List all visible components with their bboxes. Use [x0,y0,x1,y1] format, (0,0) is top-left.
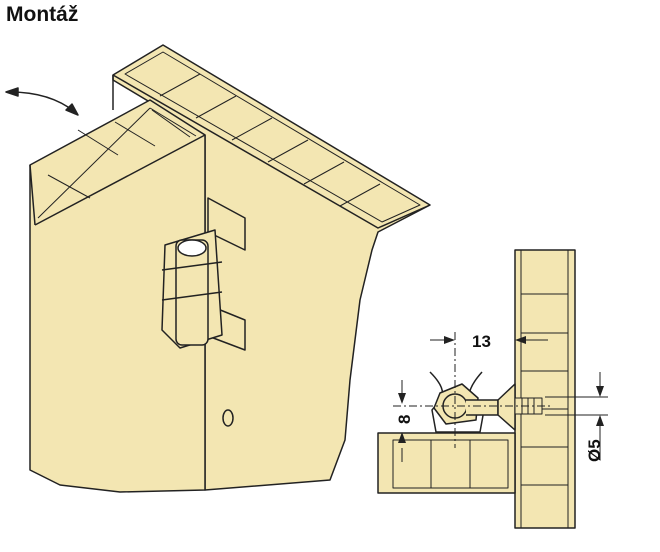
dimension-diameter-label: Ø5 [585,439,604,462]
dimension-8-label: 8 [395,415,414,424]
dimension-13-label: 13 [472,332,491,351]
detail-side-panel [514,249,576,529]
rotation-arrow [9,91,76,113]
page-title: Montáž [6,3,79,26]
hinge [161,197,246,351]
back-panel [112,44,431,491]
door-panel [29,99,234,493]
center-lines [393,332,550,448]
